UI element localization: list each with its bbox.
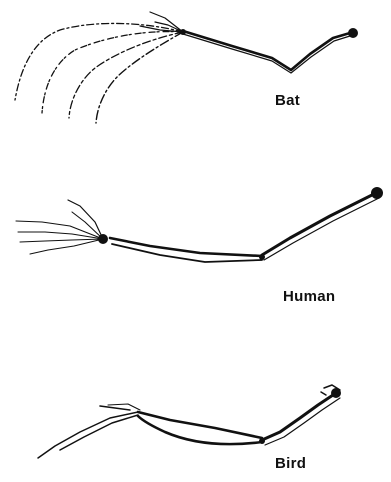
human-elbow-joint [259, 254, 265, 260]
bird-elbow-joint [259, 438, 265, 444]
human-shoulder-joint [371, 187, 383, 199]
bird-label: Bird [275, 455, 306, 472]
human-forelimb-drawing [16, 187, 383, 262]
bird-humerus-outline [265, 398, 340, 445]
bat-finger-4 [96, 32, 183, 123]
human-thumb [68, 200, 103, 239]
bat-elbow-joint [348, 28, 358, 38]
bird-radius [138, 412, 262, 438]
human-label: Human [283, 288, 335, 305]
bat-arm-bones [183, 31, 350, 70]
human-ulna [112, 244, 262, 262]
bird-humerus [262, 393, 336, 440]
human-humerus-outline [264, 198, 379, 260]
bat-finger-1 [15, 23, 183, 100]
bat-finger-3 [69, 32, 183, 118]
bird-ulna [138, 416, 262, 444]
bat-label: Bat [275, 92, 300, 109]
bat-thumb [140, 12, 183, 32]
human-fingers [16, 212, 103, 254]
human-humerus [262, 193, 376, 255]
bat-forelimb-drawing [15, 12, 358, 123]
bird-hand-bones [38, 406, 138, 458]
human-radius [110, 238, 262, 256]
bird-forelimb-drawing [38, 385, 341, 458]
